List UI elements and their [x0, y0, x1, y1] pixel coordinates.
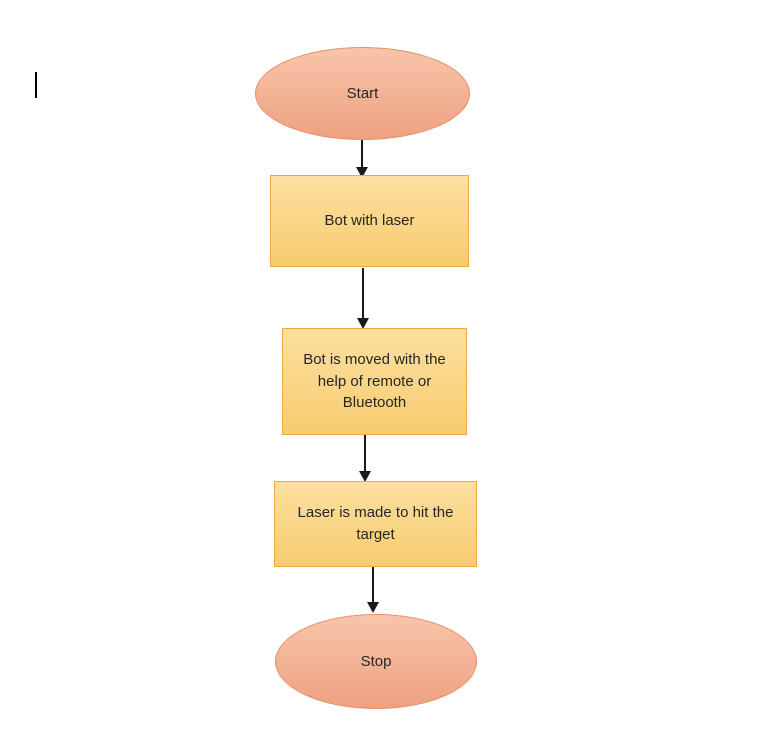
arrow-down-icon — [357, 318, 369, 329]
arrow-down-icon — [356, 167, 368, 178]
arrow-line — [362, 268, 364, 318]
node-label-bot-moved: Bot is moved with the help of remote or … — [303, 350, 446, 412]
connector-arrow-4[interactable] — [366, 567, 380, 613]
node-label-start: Start — [346, 84, 379, 102]
flowchart-node-bot-with-laser[interactable]: Bot with laser — [270, 175, 469, 267]
arrow-down-icon — [359, 471, 371, 482]
connector-arrow-3[interactable] — [358, 435, 372, 482]
flowchart-node-laser-hit-target[interactable]: Laser is made to hit the target — [274, 481, 477, 567]
arrow-line — [364, 435, 366, 471]
connector-arrow-2[interactable] — [356, 268, 370, 329]
flowchart-node-start[interactable]: Start — [255, 47, 470, 140]
arrow-down-icon — [367, 602, 379, 613]
node-label-stop: Stop — [360, 652, 392, 670]
flowchart-node-bot-moved[interactable]: Bot is moved with the help of remote or … — [282, 328, 467, 435]
arrow-line — [372, 567, 374, 602]
text-cursor — [35, 72, 37, 98]
flowchart-node-stop[interactable]: Stop — [275, 614, 477, 709]
node-label-bot-with-laser: Bot with laser — [324, 212, 415, 230]
arrow-line — [361, 140, 363, 167]
connector-arrow-1[interactable] — [355, 140, 369, 178]
node-label-laser-hit-target: Laser is made to hit the target — [297, 504, 454, 543]
